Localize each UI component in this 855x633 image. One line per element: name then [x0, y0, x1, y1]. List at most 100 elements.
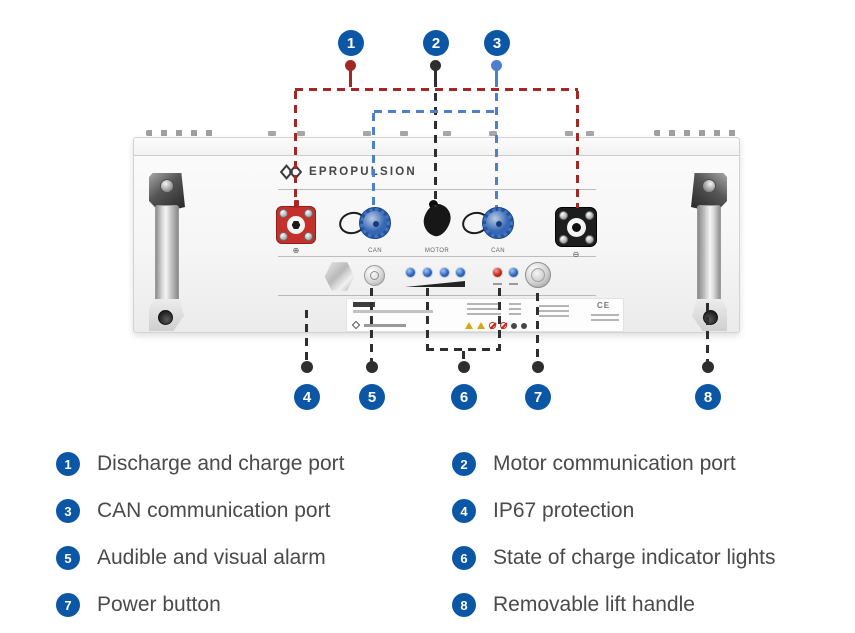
legend-badge-1: 1 — [56, 452, 80, 476]
callout-8-badge: 8 — [695, 384, 721, 410]
callout-3-line — [374, 110, 498, 113]
knob-center — [496, 221, 502, 227]
legend-badge-5: 5 — [56, 546, 80, 570]
screw-icon — [304, 209, 313, 218]
legend-label-3: CAN communication port — [97, 499, 331, 522]
legend-badge-2: 2 — [452, 452, 476, 476]
callout-3-line — [372, 113, 375, 207]
legend-item-8: 8 Removable lift handle — [452, 593, 828, 617]
power-button — [525, 262, 551, 288]
sticker-logo-text — [364, 324, 406, 327]
callout-6-dot — [458, 361, 470, 373]
legend-item-4: 4 IP67 protection — [452, 499, 828, 523]
top-bolt — [268, 131, 276, 136]
led-caption — [493, 283, 502, 285]
alarm-led — [493, 268, 502, 277]
callout-5-line — [370, 288, 373, 362]
pin-red-icon — [345, 60, 356, 71]
port-label-can-left: CAN — [368, 248, 382, 254]
top-bolt — [400, 131, 408, 136]
top-bolt — [363, 131, 371, 136]
callout-6-line — [462, 351, 465, 362]
connector-socket — [287, 216, 305, 234]
pin-red-stem — [349, 70, 352, 79]
callout-3-line — [495, 79, 498, 207]
legend-badge-7: 7 — [56, 593, 80, 617]
port-label-motor: MOTOR — [424, 248, 450, 254]
callout-2-line — [434, 79, 437, 207]
warning-triangle-icon — [465, 322, 473, 329]
callout-6-badge: 6 — [451, 384, 477, 410]
spec-label-sticker: CE — [346, 298, 624, 332]
panel-line — [278, 295, 596, 296]
handle-bar — [697, 205, 721, 307]
sticker-spec-line — [539, 315, 569, 317]
screw-icon — [279, 209, 288, 218]
prohibition-icon — [489, 322, 496, 329]
lift-handle-left — [149, 173, 186, 331]
warning-triangle-icon — [477, 322, 485, 329]
legend-label-5: Audible and visual alarm — [97, 546, 326, 569]
sticker-spec-line — [467, 308, 501, 310]
legend-item-3: 3 CAN communication port — [56, 499, 452, 523]
legend-item-1: 1 Discharge and charge port — [56, 452, 452, 476]
top-bolt — [297, 131, 305, 136]
sticker-spec-line — [467, 303, 501, 305]
legend-item-7: 7 Power button — [56, 593, 452, 617]
callout-6-bracket — [426, 288, 429, 350]
legend: 1 Discharge and charge port 2 Motor comm… — [56, 452, 828, 617]
ce-mark: CE — [597, 301, 611, 310]
soc-indicator-led — [456, 268, 465, 277]
callout-2-badge: 2 — [423, 30, 449, 56]
top-bolt — [443, 131, 451, 136]
screw-icon — [279, 232, 288, 241]
legend-label-7: Power button — [97, 593, 221, 616]
callout-4-dot — [301, 361, 313, 373]
legend-badge-8: 8 — [452, 593, 476, 617]
brand-logo-text: EPROPULSION — [309, 166, 417, 178]
legend-item-6: 6 State of charge indicator lights — [452, 546, 828, 570]
can-communication-port-left — [359, 207, 391, 239]
callout-4-badge: 4 — [294, 384, 320, 410]
callout-8-line — [706, 303, 709, 362]
soc-indicator-led — [423, 268, 432, 277]
sticker-spec-line — [467, 313, 501, 315]
callout-4-line — [305, 310, 308, 362]
callout-5-dot — [366, 361, 378, 373]
soc-ramp-icon — [405, 281, 465, 287]
sticker-logo-icon — [351, 320, 361, 330]
handle-bar — [155, 205, 179, 307]
pin-blue-stem — [495, 70, 498, 79]
motor-communication-port — [419, 200, 455, 240]
top-bolt — [489, 131, 497, 136]
legend-label-4: IP67 protection — [493, 499, 635, 522]
hex-socket-hole — [291, 220, 301, 230]
recycle-icon — [521, 323, 527, 329]
callout-7-dot — [532, 361, 544, 373]
handle-bracket-bottom — [149, 299, 184, 331]
screw-icon — [585, 235, 594, 244]
callout-7-badge: 7 — [525, 384, 551, 410]
discharge-charge-port-positive — [276, 200, 316, 244]
connector-socket — [566, 217, 586, 237]
callout-6-bracket — [498, 288, 501, 350]
callout-1-line — [349, 79, 352, 90]
pin-blue-icon — [491, 60, 502, 71]
legend-item-5: 5 Audible and visual alarm — [56, 546, 452, 570]
legend-label-1: Discharge and charge port — [97, 452, 345, 475]
legend-label-2: Motor communication port — [493, 452, 736, 475]
port-label-positive: ⊕ — [292, 246, 300, 255]
pin-black-stem — [434, 70, 437, 79]
pin-black-icon — [430, 60, 441, 71]
screw-icon — [304, 232, 313, 241]
screw-icon — [559, 235, 568, 244]
sticker-spec-value — [509, 303, 521, 305]
sticker-spec-line — [539, 305, 569, 307]
callout-3-badge: 3 — [484, 30, 510, 56]
sticker-spec-line — [591, 319, 619, 321]
legend-badge-3: 3 — [56, 499, 80, 523]
soc-indicator-led — [440, 268, 449, 277]
round-socket-hole — [571, 222, 581, 232]
discharge-charge-port-negative — [555, 207, 597, 247]
